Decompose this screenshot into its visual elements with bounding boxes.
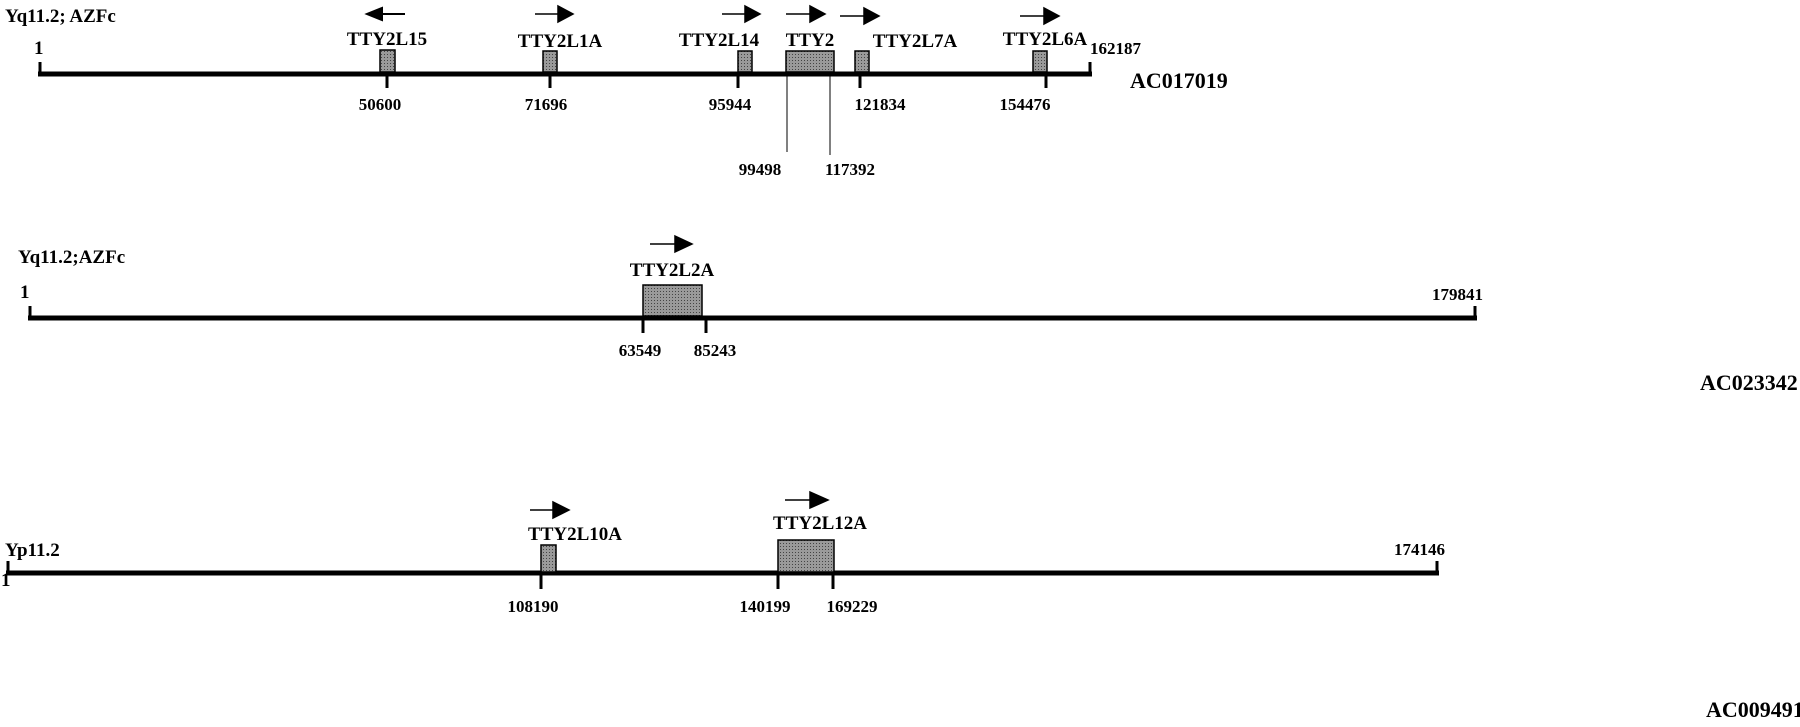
start-label: 1 [34,38,44,59]
region-label: Yp11.2 [5,540,60,561]
gene-box [777,539,835,573]
gene-TTY2L15: TTY2L15 50600 [347,6,427,114]
start-position-label: 140199 [740,597,791,616]
gene-label: TTY2L14 [679,30,760,51]
accession-label: AC009491 [1706,697,1800,722]
arrow-right-icon [840,6,881,26]
arrow-right-icon [722,4,762,24]
arrow-right-icon [535,4,575,24]
arrow-right-icon [785,490,830,510]
end-label: 162187 [1090,39,1142,58]
region-label: Yq11.2; AZFc [5,6,116,27]
end-label: 174146 [1394,540,1445,559]
accession-label: AC017019 [1130,68,1228,93]
gene-box [1032,50,1048,73]
position-label: 108190 [508,597,559,616]
gene-label: TTY2L7A [873,31,958,52]
position-label: 71696 [525,95,568,114]
gene-box [379,49,396,73]
gene-TTY2L10A: TTY2L10A 108190 [508,500,622,616]
gene-box [540,544,557,573]
gene-box [854,50,870,73]
end-position-label: 169229 [827,597,878,616]
gene-box [542,50,558,73]
arrow-right-icon [650,234,694,254]
arrow-right-icon [786,4,827,24]
start-position-label: 99498 [739,160,782,179]
track-AC023342: Yq11.2;AZFc 1 179841 AC023342 TTY2L2A 63… [18,234,1798,395]
track-AC017019: Yq11.2; AZFc 1 162187 AC017019 TTY2L15 5… [5,4,1228,179]
position-label: 50600 [359,95,402,114]
gene-box [785,50,835,73]
position-label: 121834 [855,95,907,114]
end-position-label: 85243 [694,341,737,360]
gene-label: TTY2L1A [518,31,603,52]
gene-label: TTY2L2A [630,260,715,281]
start-position-label: 63549 [619,341,662,360]
gene-TTY2L6A: TTY2L6A 154476 [1000,6,1088,114]
start-label: 1 [1,570,11,591]
gene-TTY2L7A: TTY2L7A 121834 [840,6,958,114]
gene-TTY2L2A: TTY2L2A 63549 85243 [619,234,737,360]
gene-box [737,50,753,73]
gene-label: TTY2L15 [347,29,427,50]
arrow-right-icon [1020,6,1061,26]
gene-label: TTY2L12A [773,513,867,534]
gene-TTY2L14: TTY2L14 95944 [679,4,762,114]
region-label: Yq11.2;AZFc [18,247,125,268]
end-position-label: 117392 [825,160,875,179]
gene-TTY2L12A: TTY2L12A 140199 169229 [740,490,878,616]
end-label: 179841 [1432,285,1483,304]
gene-label: TTY2 [786,30,835,51]
start-label: 1 [20,282,30,303]
gene-label: TTY2L6A [1003,29,1088,50]
track-AC009491: Yp11.2 1 174146 AC009491 TTY2L10A 108190… [1,490,1800,722]
gene-box [642,284,703,317]
position-label: 154476 [1000,95,1051,114]
arrow-right-icon [530,500,571,520]
gene-TTY2: TTY2 99498 117392 [739,4,875,179]
gene-TTY2L1A: TTY2L1A 71696 [518,4,603,114]
accession-label: AC023342 [1700,370,1798,395]
gene-label: TTY2L10A [528,524,622,545]
position-label: 95944 [709,95,752,114]
arrow-left-icon [364,6,405,22]
